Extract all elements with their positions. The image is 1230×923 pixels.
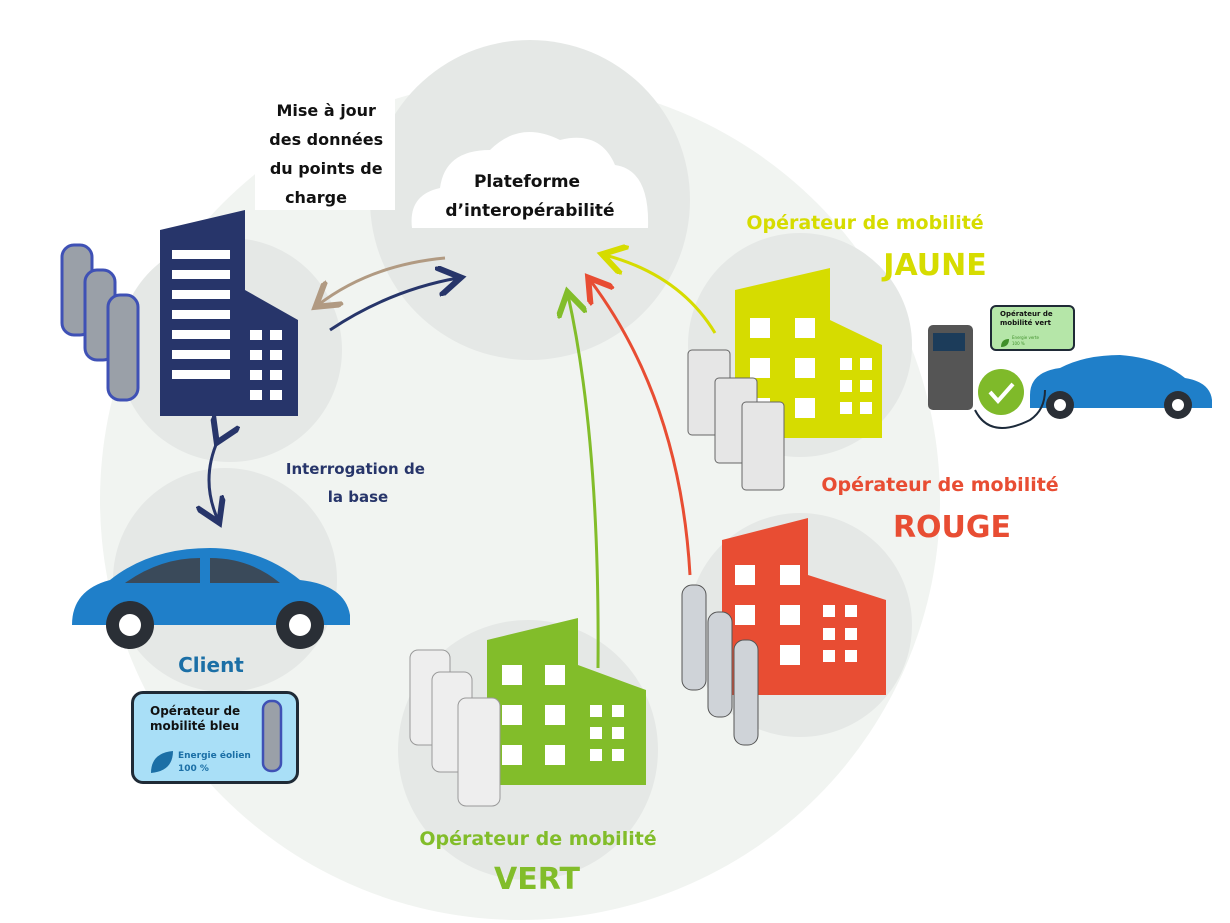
client-label: Client xyxy=(178,653,244,677)
yellow-charging-stations xyxy=(687,349,785,491)
cloud-icon xyxy=(411,132,649,228)
leaf-icon xyxy=(1001,339,1009,347)
red-operator-title: Opérateur de mobilité xyxy=(821,474,1058,496)
red-charging-stations xyxy=(681,584,759,746)
charging-station-icon xyxy=(261,699,283,773)
platform-label: Plateforme d’interopérabilité xyxy=(445,172,614,221)
update-arrow xyxy=(318,256,446,305)
query-base-arrow xyxy=(209,440,218,520)
check-icon xyxy=(978,369,1024,415)
charging-car-scene xyxy=(928,325,1212,429)
blue-card-title-2: mobilité bleu xyxy=(150,719,240,733)
blue-charging-stations xyxy=(60,243,140,402)
query-note: Interrogation de la base xyxy=(286,460,430,506)
blue-card-energy-2: 100 % xyxy=(178,763,209,774)
leaf-icon xyxy=(151,751,173,773)
client-car xyxy=(72,548,350,649)
green-operator-name: VERT xyxy=(494,862,580,897)
yellow-arrow xyxy=(605,255,717,334)
yellow-operator-title: Opérateur de mobilité xyxy=(746,212,983,234)
query-platform-arrow xyxy=(329,278,458,332)
green-card-energy-1: Energie verte xyxy=(1012,335,1039,340)
green-operator-card: Opérateur de mobilité vert Energie verte… xyxy=(990,305,1075,351)
blue-card-title-1: Opérateur de xyxy=(150,704,241,718)
green-card-title-2: mobilité vert xyxy=(1000,318,1051,327)
green-operator-building xyxy=(487,618,646,785)
update-note-box xyxy=(255,90,395,210)
blue-operator-card: Opérateur de mobilité bleu Energie éolie… xyxy=(131,691,299,784)
red-operator-name: ROUGE xyxy=(893,510,1011,545)
green-arrow xyxy=(568,295,600,669)
green-operator-title: Opérateur de mobilité xyxy=(419,828,656,850)
green-card-title-1: Opérateur de xyxy=(1000,310,1053,318)
yellow-operator-name: JAUNE xyxy=(881,248,986,283)
red-arrow xyxy=(590,280,692,576)
green-charging-stations xyxy=(409,649,501,807)
update-note: Mise à jour des données du points de cha… xyxy=(269,101,388,207)
blue-card-energy-1: Energie éolien xyxy=(178,751,251,761)
green-card-energy-2: 100 % xyxy=(1012,340,1025,346)
blue-operator-building xyxy=(160,210,298,416)
